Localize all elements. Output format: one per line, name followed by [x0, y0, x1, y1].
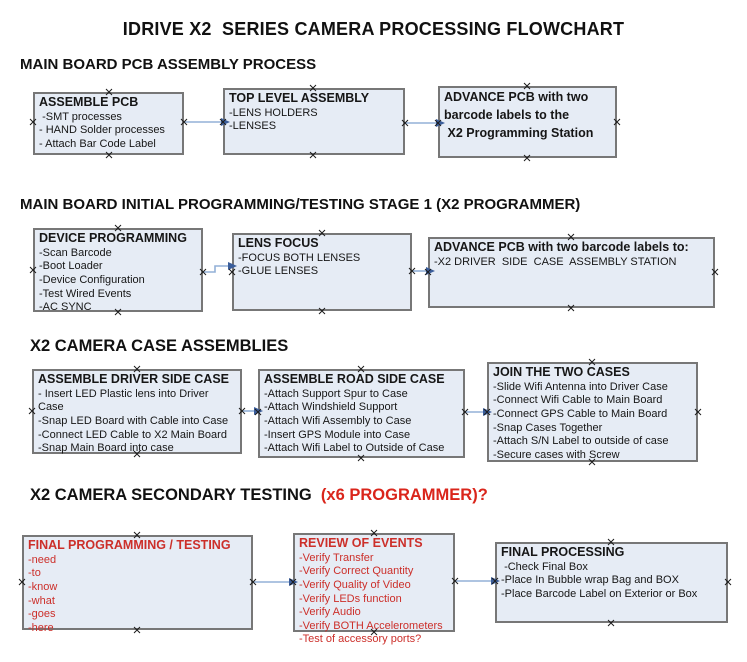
flow-box-review-of-events: REVIEW OF EVENTS-Verify Transfer-Verify … — [293, 533, 455, 645]
box-title: JOIN THE TWO CASES — [493, 365, 630, 379]
box-line: -Boot Loader — [39, 260, 103, 273]
box-line: -to — [28, 567, 41, 580]
flow-box-advance-pcb-driver-side: ADVANCE PCB with two barcode labels to:-… — [428, 237, 715, 308]
section-heading-secondary-testing-red: (x6 PROGRAMMER)? — [311, 486, 488, 504]
box-line: -Verify LEDs function — [299, 592, 402, 605]
box-line: -Snap LED Board with Cable into Case — [38, 414, 229, 427]
box-line: -need — [28, 553, 57, 566]
box-line: - Insert LED Plastic lens into Driver Ca… — [38, 387, 212, 414]
box-line: barcode labels to the — [444, 107, 570, 122]
box-title: TOP LEVEL ASSEMBLY — [229, 91, 370, 105]
box-line: -LENS HOLDERS — [229, 106, 318, 119]
box-line: -what — [28, 594, 55, 607]
flow-box-final-programming-testing: FINAL PROGRAMMING / TESTING-need-to-know… — [22, 535, 253, 634]
box-line: -Attach S/N Label to outside of case — [493, 435, 669, 448]
section-heading-secondary-testing-black: X2 CAMERA SECONDARY TESTING — [30, 486, 312, 504]
box-line: -LENSES — [229, 120, 277, 133]
box-line: -AC SYNC — [39, 301, 92, 314]
section-heading-initial-programming: MAIN BOARD INITIAL PROGRAMMING/TESTING S… — [20, 196, 581, 213]
box-line: -Connect LED Cable to X2 Main Board — [38, 428, 227, 441]
box-line: -Scan Barcode — [39, 246, 112, 259]
box-line: -X2 DRIVER SIDE CASE ASSEMBLY STATION — [434, 255, 677, 268]
flow-connector-line — [203, 265, 228, 273]
box-line: -here — [28, 621, 54, 634]
box-title: FINAL PROGRAMMING / TESTING — [28, 538, 231, 552]
box-line: -SMT processes — [39, 110, 122, 123]
box-line: -Verify Correct Quantity — [299, 565, 414, 578]
flow-box-final-processing: FINAL PROCESSING -Check Final Box-Place … — [495, 542, 728, 623]
box-line: -Check Final Box — [501, 560, 588, 573]
box-title: ASSEMBLE PCB — [39, 95, 139, 109]
section-heading-pcb-assembly: MAIN BOARD PCB ASSEMBLY PROCESS — [20, 56, 317, 73]
box-line: X2 Programming Station — [444, 125, 594, 140]
flow-box-top-level-assembly: TOP LEVEL ASSEMBLY-LENS HOLDERS-LENSES — [223, 88, 405, 155]
flow-box-join-the-two-cases: JOIN THE TWO CASES-Slide Wifi Antenna in… — [487, 362, 698, 462]
section-heading-secondary-testing: X2 CAMERA SECONDARY TESTING (x6 PROGRAMM… — [30, 486, 488, 505]
flow-box-advance-pcb-programming-station: ADVANCE PCB with two barcode labels to th… — [438, 86, 617, 158]
box-line: -Verify Quality of Video — [299, 578, 411, 591]
box-line: -Attach Support Spur to Case — [264, 387, 408, 400]
box-line: -GLUE LENSES — [238, 265, 319, 278]
box-title: ADVANCE PCB with two barcode labels to: — [434, 240, 689, 254]
box-line: -Verify Audio — [299, 606, 361, 619]
box-title: REVIEW OF EVENTS — [299, 536, 423, 550]
box-line: -Place In Bubble wrap Bag and BOX — [501, 574, 679, 587]
box-title: ASSEMBLE DRIVER SIDE CASE — [38, 372, 230, 386]
flow-box-assemble-driver-side-case: ASSEMBLE DRIVER SIDE CASE- Insert LED Pl… — [32, 369, 242, 454]
box-line: -Slide Wifi Antenna into Driver Case — [493, 380, 668, 393]
box-line: -Test Wired Events — [39, 287, 132, 300]
box-line: -Attach Wifi Label to Outside of Case — [264, 442, 445, 455]
box-line: ADVANCE PCB with two — [444, 90, 589, 104]
box-line: -FOCUS BOTH LENSES — [238, 251, 361, 264]
box-line: - Attach Bar Code Label — [39, 137, 156, 150]
flow-box-lens-focus: LENS FOCUS-FOCUS BOTH LENSES-GLUE LENSES — [232, 233, 412, 311]
box-line: -Attach Wifi Assembly to Case — [264, 414, 412, 427]
box-line: -Snap Cases Together — [493, 421, 603, 434]
page-title: IDRIVE X2 SERIES CAMERA PROCESSING FLOWC… — [122, 19, 625, 39]
box-line: -Attach Windshield Support — [264, 401, 398, 414]
box-line: -Device Configuration — [39, 273, 145, 286]
box-title: ASSEMBLE ROAD SIDE CASE — [264, 372, 445, 386]
box-line: -goes — [28, 608, 56, 621]
box-line: -Test of accessory ports? — [299, 633, 422, 646]
box-line: -Connect GPS Cable to Main Board — [493, 407, 668, 420]
box-line: -Connect Wifi Cable to Main Board — [493, 394, 663, 407]
box-title: FINAL PROCESSING — [501, 545, 625, 559]
box-line: -Place Barcode Label on Exterior or Box — [501, 587, 698, 600]
section-heading-case-assemblies: X2 CAMERA CASE ASSEMBLIES — [30, 337, 289, 355]
box-line: -Insert GPS Module into Case — [264, 428, 411, 441]
box-line: -Verify BOTH Accelerometers — [299, 619, 443, 632]
box-title: DEVICE PROGRAMMING — [39, 231, 187, 245]
box-line: -know — [28, 580, 58, 593]
box-title: LENS FOCUS — [238, 236, 319, 250]
box-line: -Verify Transfer — [299, 551, 374, 564]
box-line: -Snap Main Board into case — [38, 442, 174, 455]
flow-box-assemble-road-side-case: ASSEMBLE ROAD SIDE CASE-Attach Support S… — [258, 369, 465, 458]
flow-box-device-programming: DEVICE PROGRAMMING-Scan Barcode-Boot Loa… — [33, 228, 203, 314]
box-line: -Secure cases with Screw — [493, 448, 620, 461]
box-line: - HAND Solder processes — [39, 124, 165, 137]
flow-box-assemble-pcb: ASSEMBLE PCB -SMT processes- HAND Solder… — [33, 92, 184, 155]
